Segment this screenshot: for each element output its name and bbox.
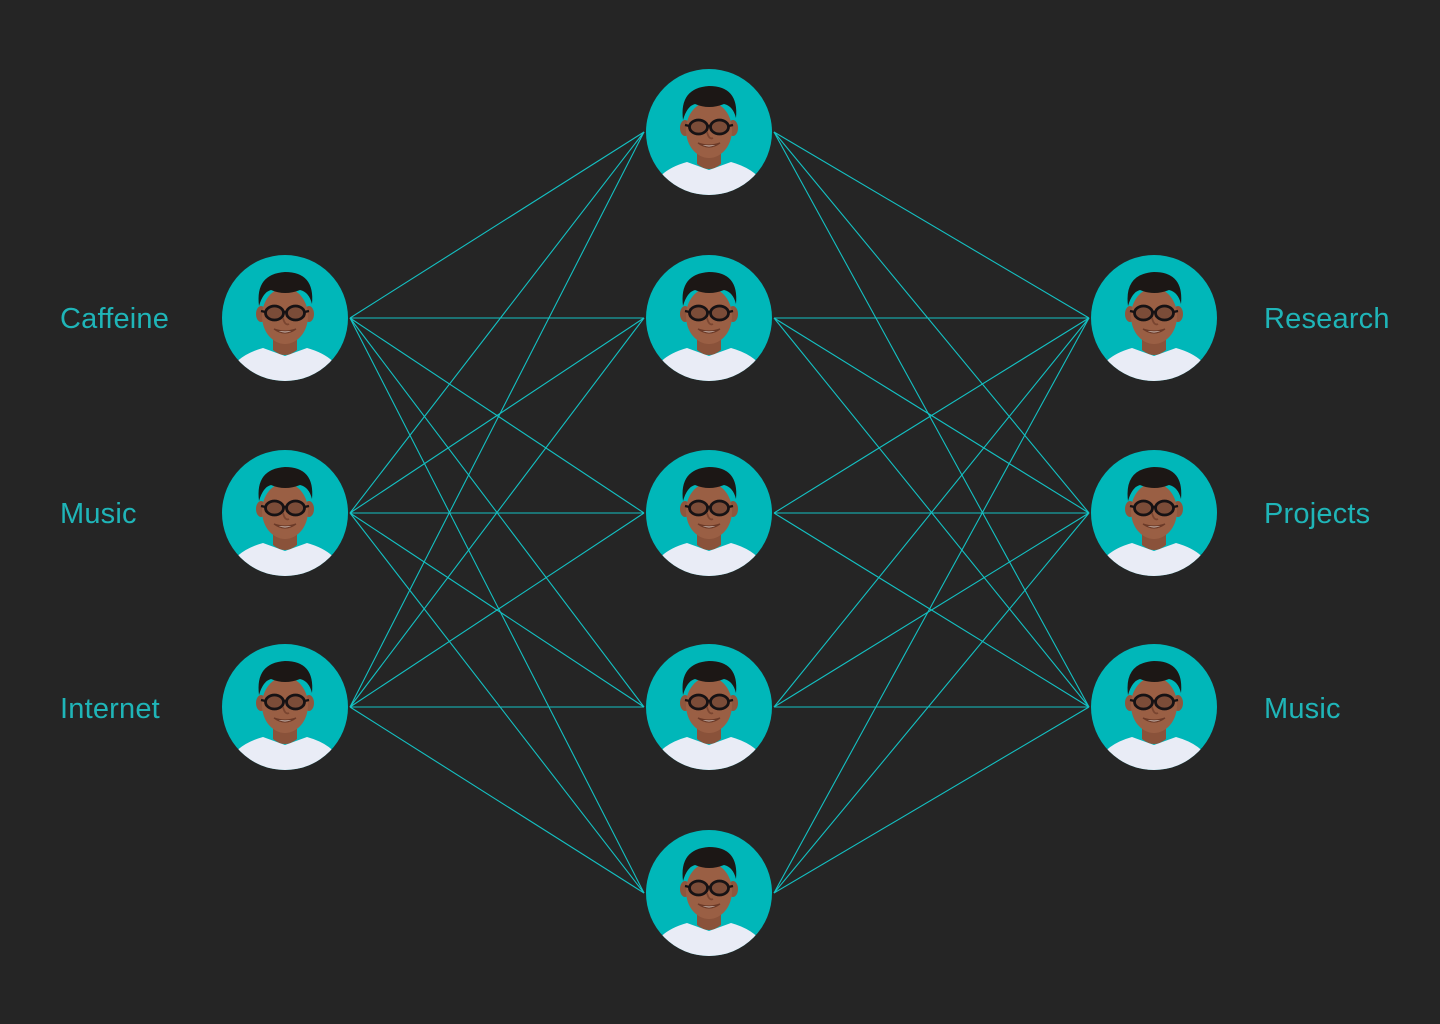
input-label-internet: Internet [60,693,160,725]
avatar-portrait-icon [1091,255,1217,388]
edge-hidden-4-to-output-1 [773,317,1090,708]
edge-hidden-1-to-output-3 [773,131,1090,708]
avatar-portrait-icon [222,644,348,777]
output-label-research: Research [1264,303,1390,335]
avatar-portrait-icon [222,255,348,388]
avatar-portrait-icon [646,450,772,583]
input-node-3 [222,644,348,777]
edge-input-3-to-hidden-2 [349,317,645,708]
edge-input-2-to-hidden-5 [349,512,645,894]
output-label-projects: Projects [1264,498,1371,530]
input-label-music: Music [60,498,137,530]
input-node-1 [222,255,348,388]
edge-hidden-1-to-output-2 [773,131,1090,514]
avatar-portrait-icon [646,255,772,388]
edge-hidden-4-to-output-2 [773,512,1090,708]
hidden-node-4 [646,644,772,777]
avatar-portrait-icon [646,644,772,777]
edge-hidden-3-to-output-1 [773,317,1090,514]
edge-input-3-to-hidden-1 [349,131,645,708]
hidden-node-5 [646,830,772,963]
avatar-portrait-icon [646,69,772,202]
output-node-1 [1091,255,1217,388]
edge-input-1-to-hidden-5 [349,317,645,894]
avatar-portrait-icon [222,450,348,583]
edge-input-1-to-hidden-1 [349,131,645,319]
edge-input-2-to-hidden-1 [349,131,645,514]
hidden-node-3 [646,450,772,583]
edge-hidden-5-to-output-1 [773,317,1090,894]
connection-lines [349,131,1090,894]
avatar-portrait-icon [1091,644,1217,777]
hidden-node-1 [646,69,772,202]
edge-hidden-5-to-output-3 [773,706,1090,894]
edge-hidden-5-to-output-2 [773,512,1090,894]
output-label-music: Music [1264,693,1341,725]
hidden-node-2 [646,255,772,388]
network-nodes [222,69,1217,963]
output-node-2 [1091,450,1217,583]
output-node-3 [1091,644,1217,777]
input-label-caffeine: Caffeine [60,303,170,335]
avatar-portrait-icon [646,830,772,963]
edge-input-2-to-hidden-2 [349,317,645,514]
avatar-portrait-icon [1091,450,1217,583]
input-node-2 [222,450,348,583]
edge-hidden-1-to-output-1 [773,131,1090,319]
edge-input-3-to-hidden-5 [349,706,645,894]
edge-input-3-to-hidden-3 [349,512,645,708]
